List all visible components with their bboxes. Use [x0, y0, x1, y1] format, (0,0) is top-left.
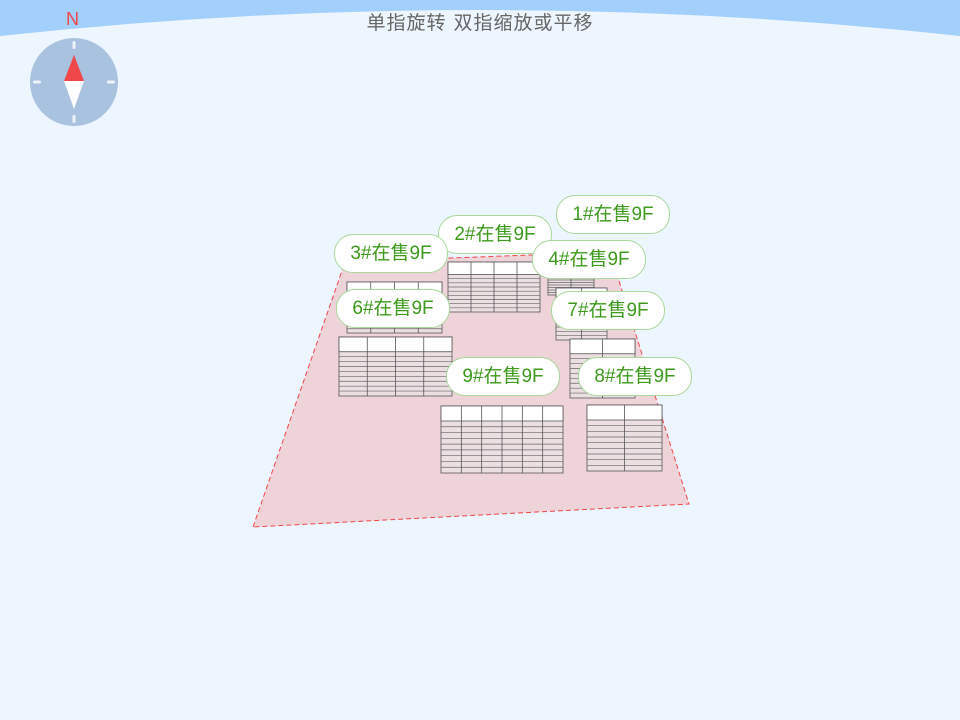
building-label[interactable]: 4#在售9F — [532, 240, 646, 279]
north-label: N — [66, 9, 79, 29]
needle-north-icon — [64, 55, 84, 81]
building-block[interactable] — [338, 336, 453, 397]
building-label[interactable]: 1#在售9F — [556, 195, 670, 234]
building-block[interactable] — [447, 261, 541, 313]
building-label[interactable]: 8#在售9F — [578, 357, 692, 396]
sky-arc — [0, 0, 960, 36]
needle-south-icon — [64, 81, 84, 109]
building-label[interactable]: 2#在售9F — [438, 215, 552, 254]
compass-icon[interactable] — [30, 38, 118, 126]
building-block[interactable] — [586, 404, 663, 472]
gesture-hint: 单指旋转 双指缩放或平移 — [366, 12, 594, 34]
building-block[interactable] — [440, 405, 564, 474]
building-label[interactable]: 6#在售9F — [336, 289, 450, 328]
building-label[interactable]: 9#在售9F — [446, 357, 560, 396]
building-label[interactable]: 7#在售9F — [551, 291, 665, 330]
building-label[interactable]: 3#在售9F — [334, 234, 448, 273]
